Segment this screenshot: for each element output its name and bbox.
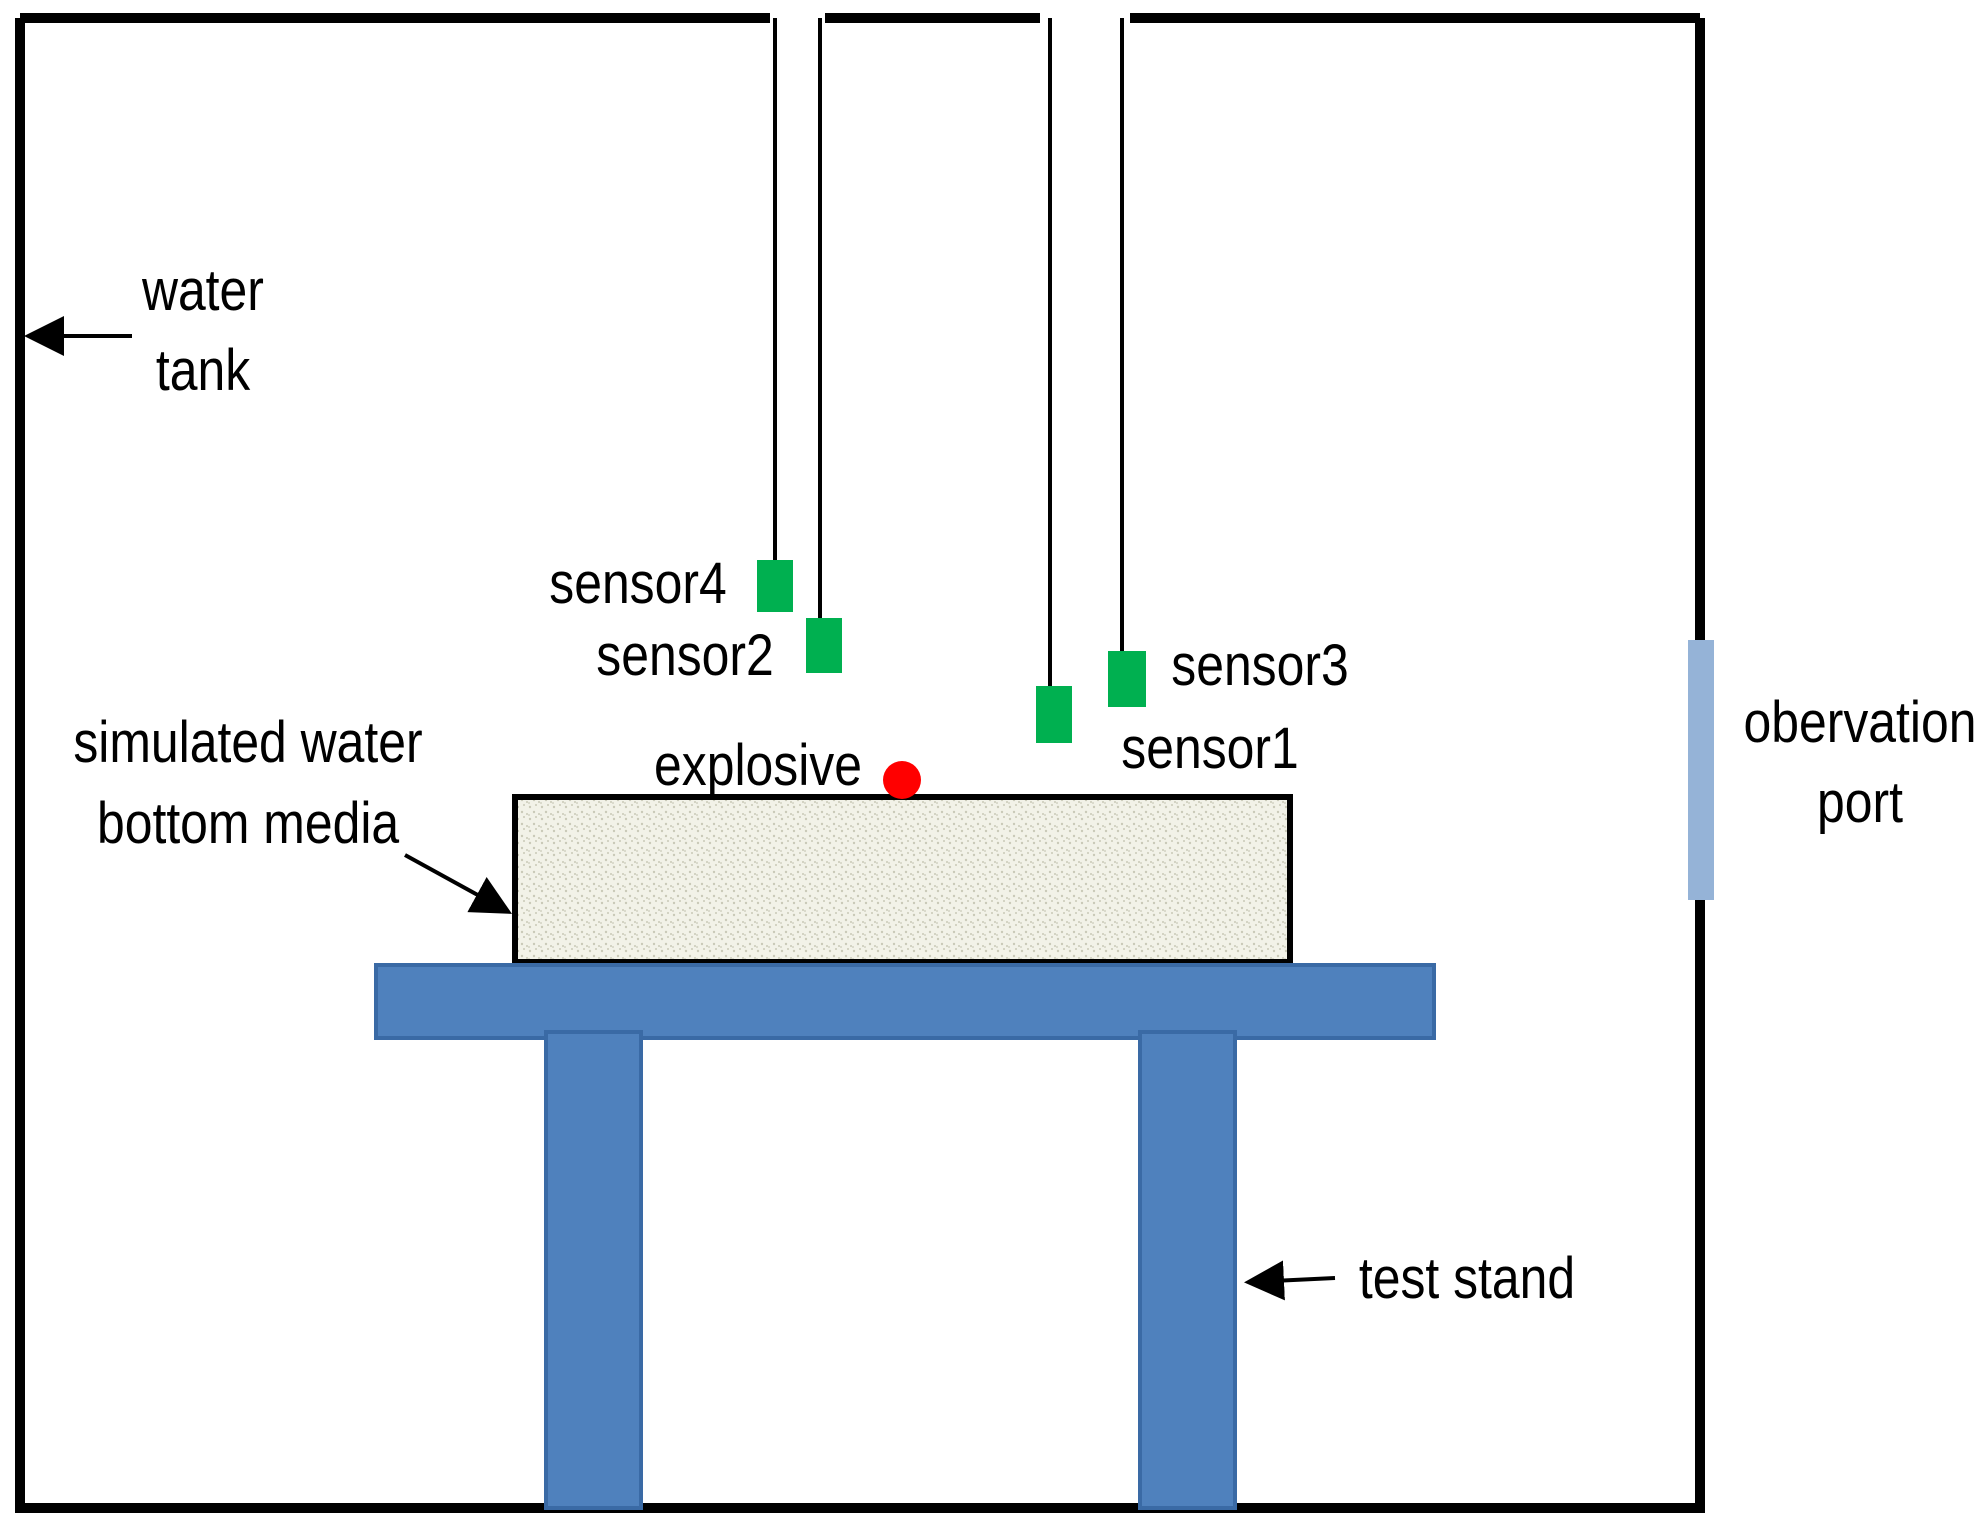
sensor-cables (773, 18, 1124, 690)
observation-port (1688, 640, 1714, 900)
test-stand-arrow (1244, 1260, 1336, 1301)
water-tank-label-line1: water (141, 259, 264, 323)
sensor4-icon (757, 560, 793, 612)
sensor3-icon (1108, 651, 1146, 707)
sensor4-label: sensor4 (549, 552, 726, 616)
explosive-label: explosive (654, 734, 862, 798)
media-arrow (404, 853, 513, 914)
simulated-water-bottom-media (512, 794, 1293, 965)
media-label-line1: simulated water (73, 711, 422, 775)
test-stand (374, 963, 1436, 1510)
sensor1-icon (1036, 686, 1072, 743)
water-tank-label-line2: tank (156, 339, 251, 403)
sensor3-label: sensor3 (1171, 634, 1348, 698)
sensor1-label: sensor1 (1121, 717, 1298, 781)
media-label-line2: bottom media (97, 792, 400, 856)
explosive-icon (883, 761, 921, 799)
sensor2-icon (806, 618, 842, 673)
sensor2-label: sensor2 (596, 624, 773, 688)
observation-port-label-line1: obervation (1744, 691, 1977, 755)
observation-port-label-line2: port (1817, 771, 1903, 835)
test-stand-label: test stand (1359, 1247, 1575, 1311)
